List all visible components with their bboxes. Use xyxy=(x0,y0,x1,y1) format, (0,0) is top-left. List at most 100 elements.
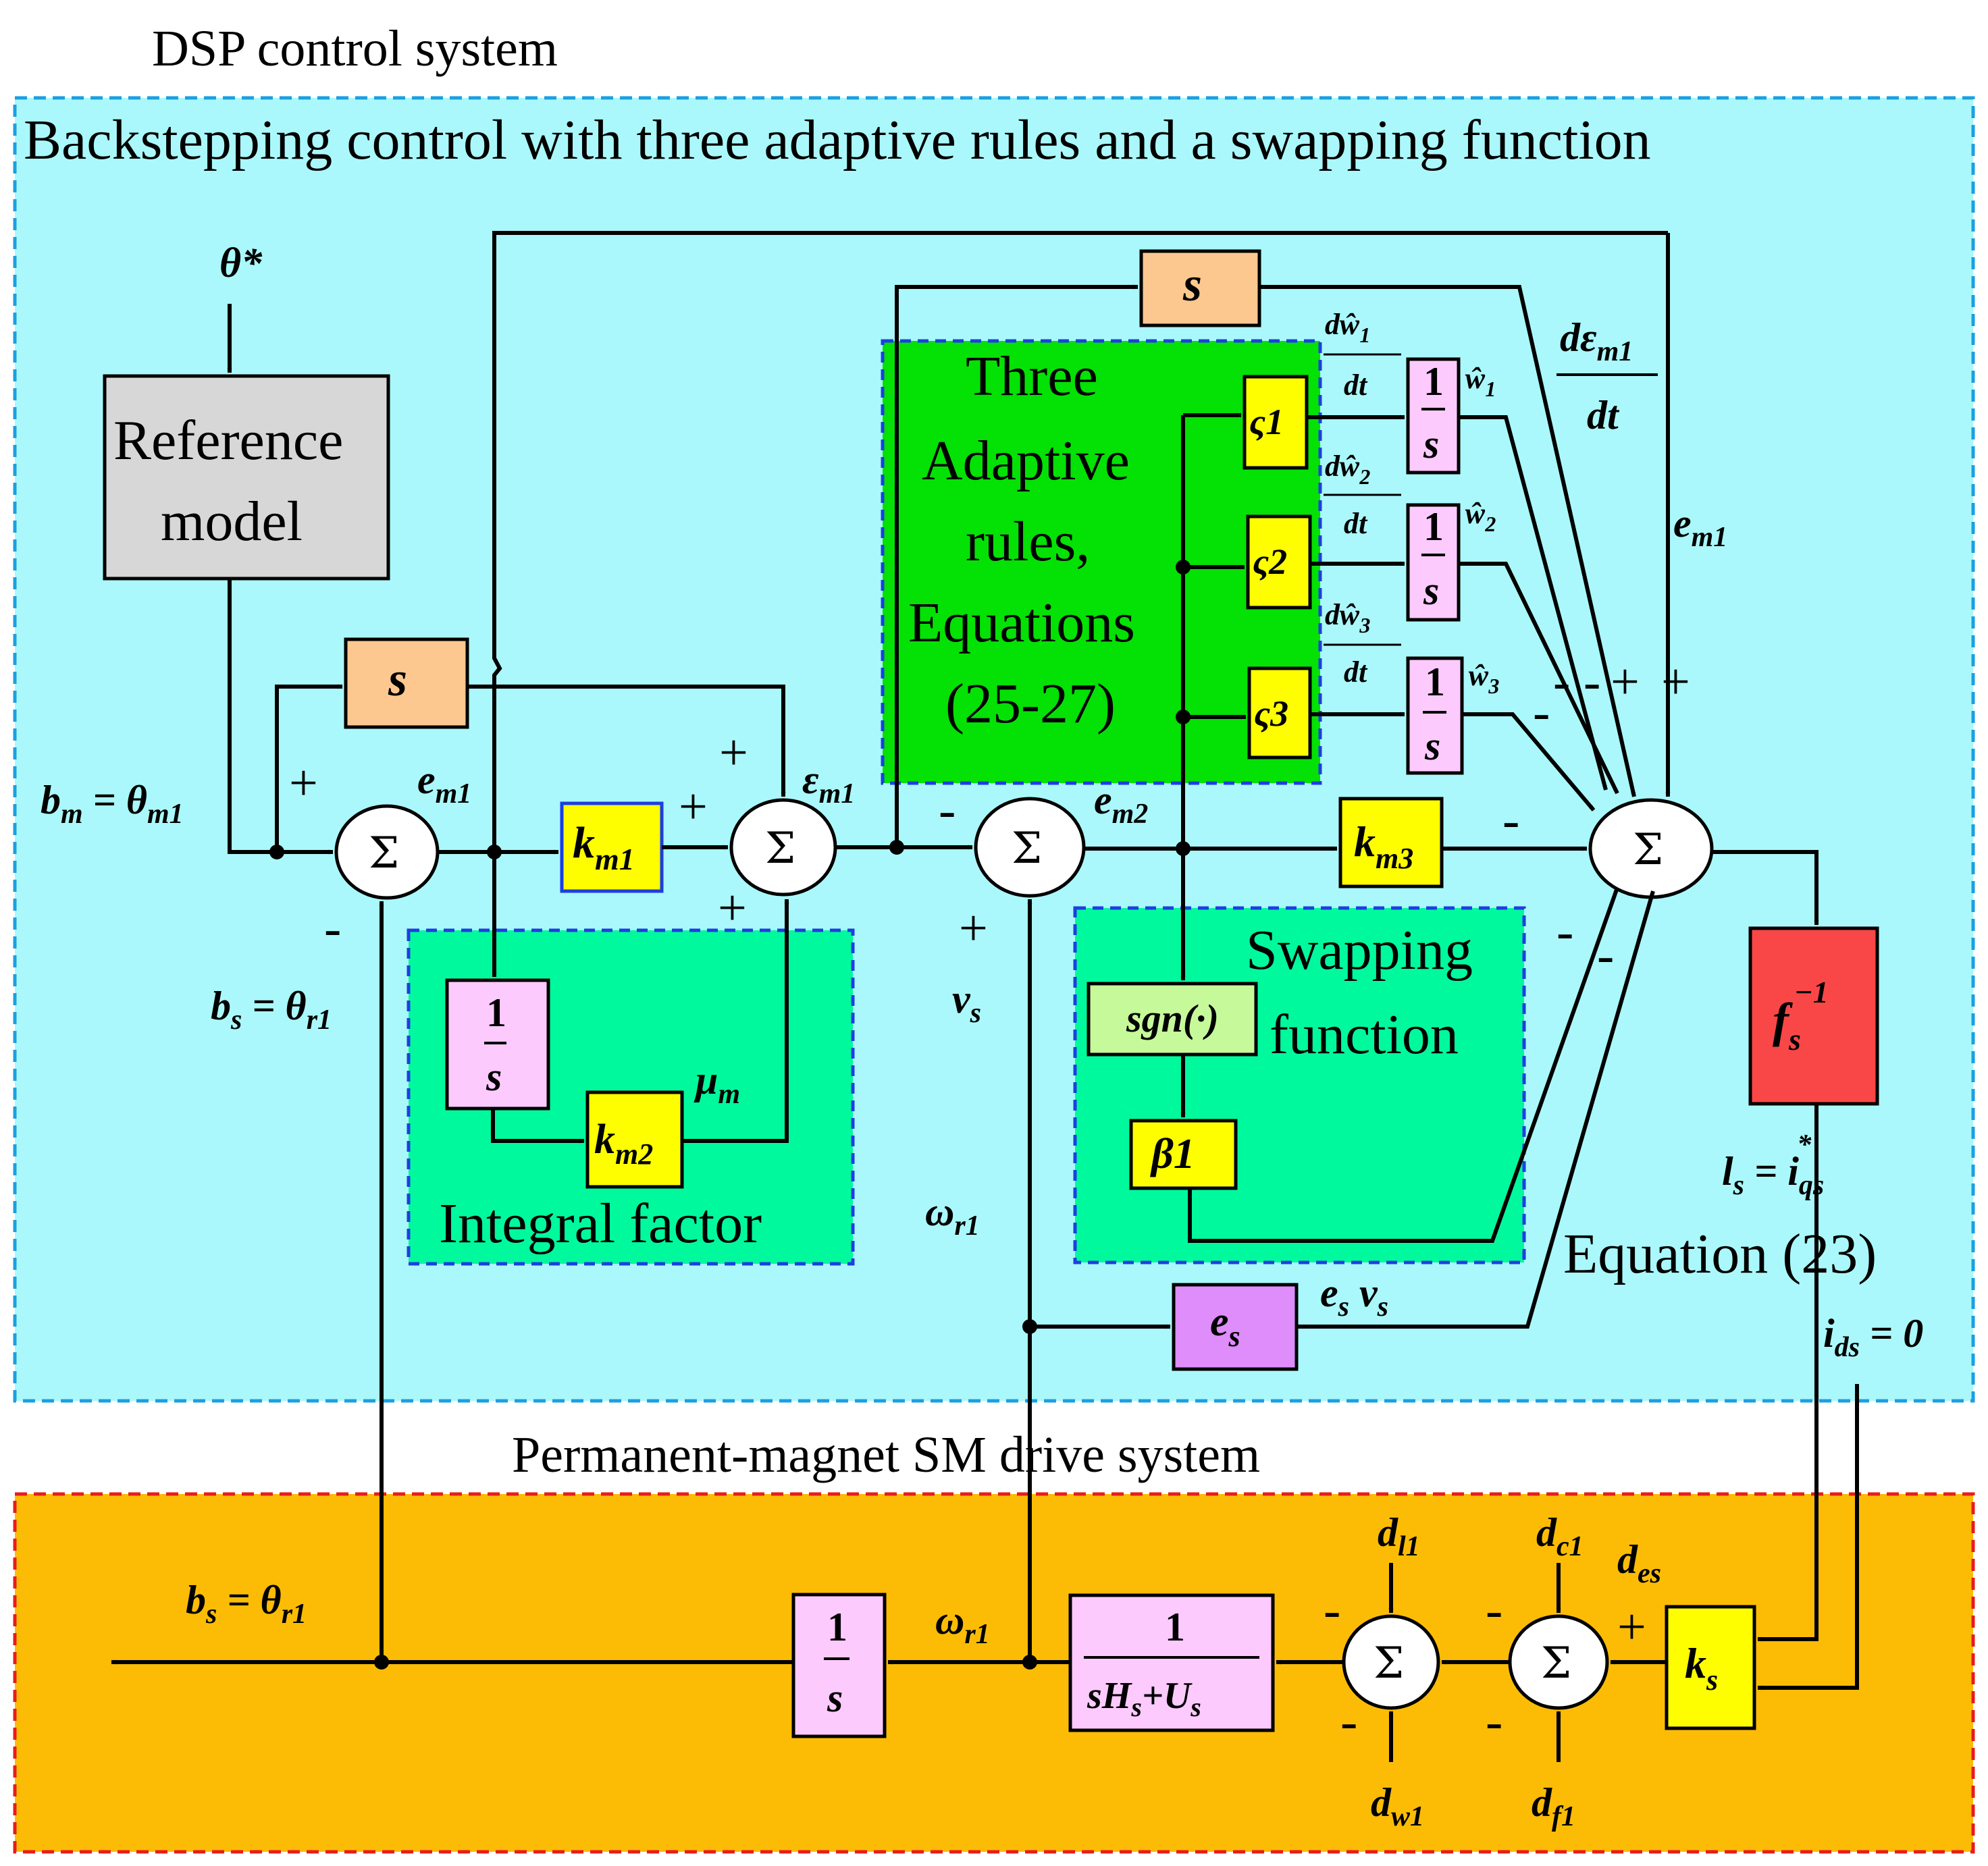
svg-text:Σ: Σ xyxy=(1374,1638,1404,1688)
integrator-w1-block: 1 s xyxy=(1406,357,1461,475)
km3-block: km3 xyxy=(1338,797,1444,888)
reference-model-block: Reference model xyxy=(103,374,390,581)
svg-text:bs= θr1: bs= θr1 xyxy=(211,984,332,1036)
sum-junction-6: Σ xyxy=(1508,1614,1609,1710)
integrator-w2-block: 1 s xyxy=(1406,503,1461,622)
svg-text:1: 1 xyxy=(1165,1605,1185,1649)
signal-labels: θ* bm= θm1 bs= θr1 em1 εm1 em2 μm vs ωr1… xyxy=(41,240,1923,1832)
svg-text:Σ: Σ xyxy=(369,828,399,878)
svg-text:ls= iqs*: ls= iqs* xyxy=(1722,1129,1824,1201)
km1-block: km1 xyxy=(560,801,664,893)
svg-text:ς1: ς1 xyxy=(1249,402,1284,442)
svg-text:function: function xyxy=(1270,1003,1459,1066)
svg-text:-: - xyxy=(1486,1582,1502,1638)
svg-text:-: - xyxy=(1584,654,1600,710)
sum-junction-4: Σ xyxy=(1588,798,1714,899)
svg-text:es: es xyxy=(1210,1299,1240,1353)
beta1-block: β1 xyxy=(1129,1119,1238,1190)
svg-text:+: + xyxy=(1611,654,1640,710)
svg-text:Swapping: Swapping xyxy=(1246,919,1473,982)
svg-text:km2: km2 xyxy=(594,1117,653,1171)
svg-text:-: - xyxy=(1324,1582,1340,1638)
equation-23-label: Equation (23) xyxy=(1563,1223,1877,1285)
svg-text:1: 1 xyxy=(827,1605,847,1649)
swapping-label: Swapping function xyxy=(1246,919,1473,1066)
svg-text:-: - xyxy=(1597,927,1614,984)
svg-text:Σ: Σ xyxy=(1541,1638,1571,1688)
svg-text:ids= 0: ids= 0 xyxy=(1823,1311,1923,1363)
varsigma3-block: ς3 xyxy=(1247,666,1312,759)
ks-block: ks xyxy=(1665,1605,1756,1730)
svg-text:ŵ2: ŵ2 xyxy=(1465,497,1496,536)
km2-block: km2 xyxy=(585,1090,684,1189)
svg-text:em2: em2 xyxy=(1094,778,1148,830)
svg-text:-: - xyxy=(1486,1693,1502,1750)
svg-text:Σ: Σ xyxy=(765,824,795,874)
svg-text:dŵ1: dŵ1 xyxy=(1325,308,1370,347)
svg-text:em1: em1 xyxy=(417,757,471,809)
svg-text:+: + xyxy=(719,724,748,781)
svg-text:-: - xyxy=(1557,903,1573,960)
svg-text:dt: dt xyxy=(1344,507,1368,540)
svg-text:εm1: εm1 xyxy=(802,757,855,809)
svg-text:vs: vs xyxy=(952,977,981,1029)
svg-text:ωr1: ωr1 xyxy=(935,1598,990,1650)
svg-text:bm= θm1: bm= θm1 xyxy=(41,778,184,830)
svg-text:dt: dt xyxy=(1344,656,1368,689)
sum-junction-5: Σ xyxy=(1342,1614,1440,1710)
backstepping-title: Backstepping control with three adaptive… xyxy=(24,109,1651,171)
svg-text:1: 1 xyxy=(1425,660,1445,704)
svg-text:ς3: ς3 xyxy=(1254,693,1288,734)
svg-text:-: - xyxy=(939,782,956,838)
integrator-position-block: 1 s xyxy=(791,1593,887,1738)
fs-inverse-block: fs−1 xyxy=(1748,926,1879,1106)
svg-text:ks: ks xyxy=(1685,1639,1718,1697)
dsp-title: DSP control system xyxy=(152,20,558,77)
es-block: es xyxy=(1172,1283,1299,1371)
svg-text:1: 1 xyxy=(1423,504,1444,549)
sum-junction-3: Σ xyxy=(974,797,1086,898)
adaptive-label: Three Adaptive rules, Equations (25-27) xyxy=(908,345,1135,735)
svg-text:s: s xyxy=(1423,422,1439,466)
s-block-top: s xyxy=(1139,249,1261,327)
svg-text:des: des xyxy=(1617,1537,1661,1589)
svg-text:+: + xyxy=(289,755,318,811)
svg-text:em1: em1 xyxy=(1673,501,1727,553)
svg-text:-: - xyxy=(324,900,341,957)
svg-text:s: s xyxy=(827,1676,843,1720)
integral-factor-label: Integral factor xyxy=(439,1192,762,1255)
svg-text:dεm1: dεm1 xyxy=(1560,315,1633,367)
svg-text:dw1: dw1 xyxy=(1371,1780,1424,1832)
svg-text:+: + xyxy=(1617,1599,1646,1655)
svg-text:+: + xyxy=(718,880,747,936)
svg-text:Σ: Σ xyxy=(1633,825,1663,875)
svg-text:s: s xyxy=(388,652,407,706)
svg-text:s: s xyxy=(1424,724,1440,768)
swapping-function-region xyxy=(1073,906,1526,1264)
svg-text:dl1: dl1 xyxy=(1378,1510,1420,1562)
svg-text:1: 1 xyxy=(486,990,506,1035)
svg-text:ωr1: ωr1 xyxy=(925,1190,980,1242)
svg-text:dt: dt xyxy=(1587,393,1620,437)
svg-text:-: - xyxy=(1502,792,1519,849)
svg-text:rules,: rules, xyxy=(966,510,1090,573)
svg-text:ŵ3: ŵ3 xyxy=(1468,659,1499,698)
svg-text:-: - xyxy=(1533,684,1550,741)
sum-junction-1: Σ xyxy=(334,804,440,900)
sum-junction-2: Σ xyxy=(729,798,837,897)
svg-text:s: s xyxy=(1423,568,1439,613)
svg-text:dt: dt xyxy=(1344,369,1368,402)
svg-text:dŵ2: dŵ2 xyxy=(1325,450,1370,489)
svg-text:dŵ3: dŵ3 xyxy=(1325,598,1370,637)
svg-text:model: model xyxy=(161,490,303,553)
drive-panel xyxy=(13,1492,1975,1854)
svg-text:sgn(·): sgn(·) xyxy=(1126,996,1219,1040)
drive-title: Permanent-magnet SM drive system xyxy=(512,1427,1260,1483)
svg-text:+: + xyxy=(959,900,988,957)
plant-transfer-block: 1 sHs+Us xyxy=(1068,1593,1275,1732)
integrator-w3-block: 1 s xyxy=(1406,656,1464,775)
svg-text:km1: km1 xyxy=(573,818,635,876)
svg-text:μm: μm xyxy=(694,1058,740,1110)
integrator-integral-block: 1 s xyxy=(445,978,550,1111)
